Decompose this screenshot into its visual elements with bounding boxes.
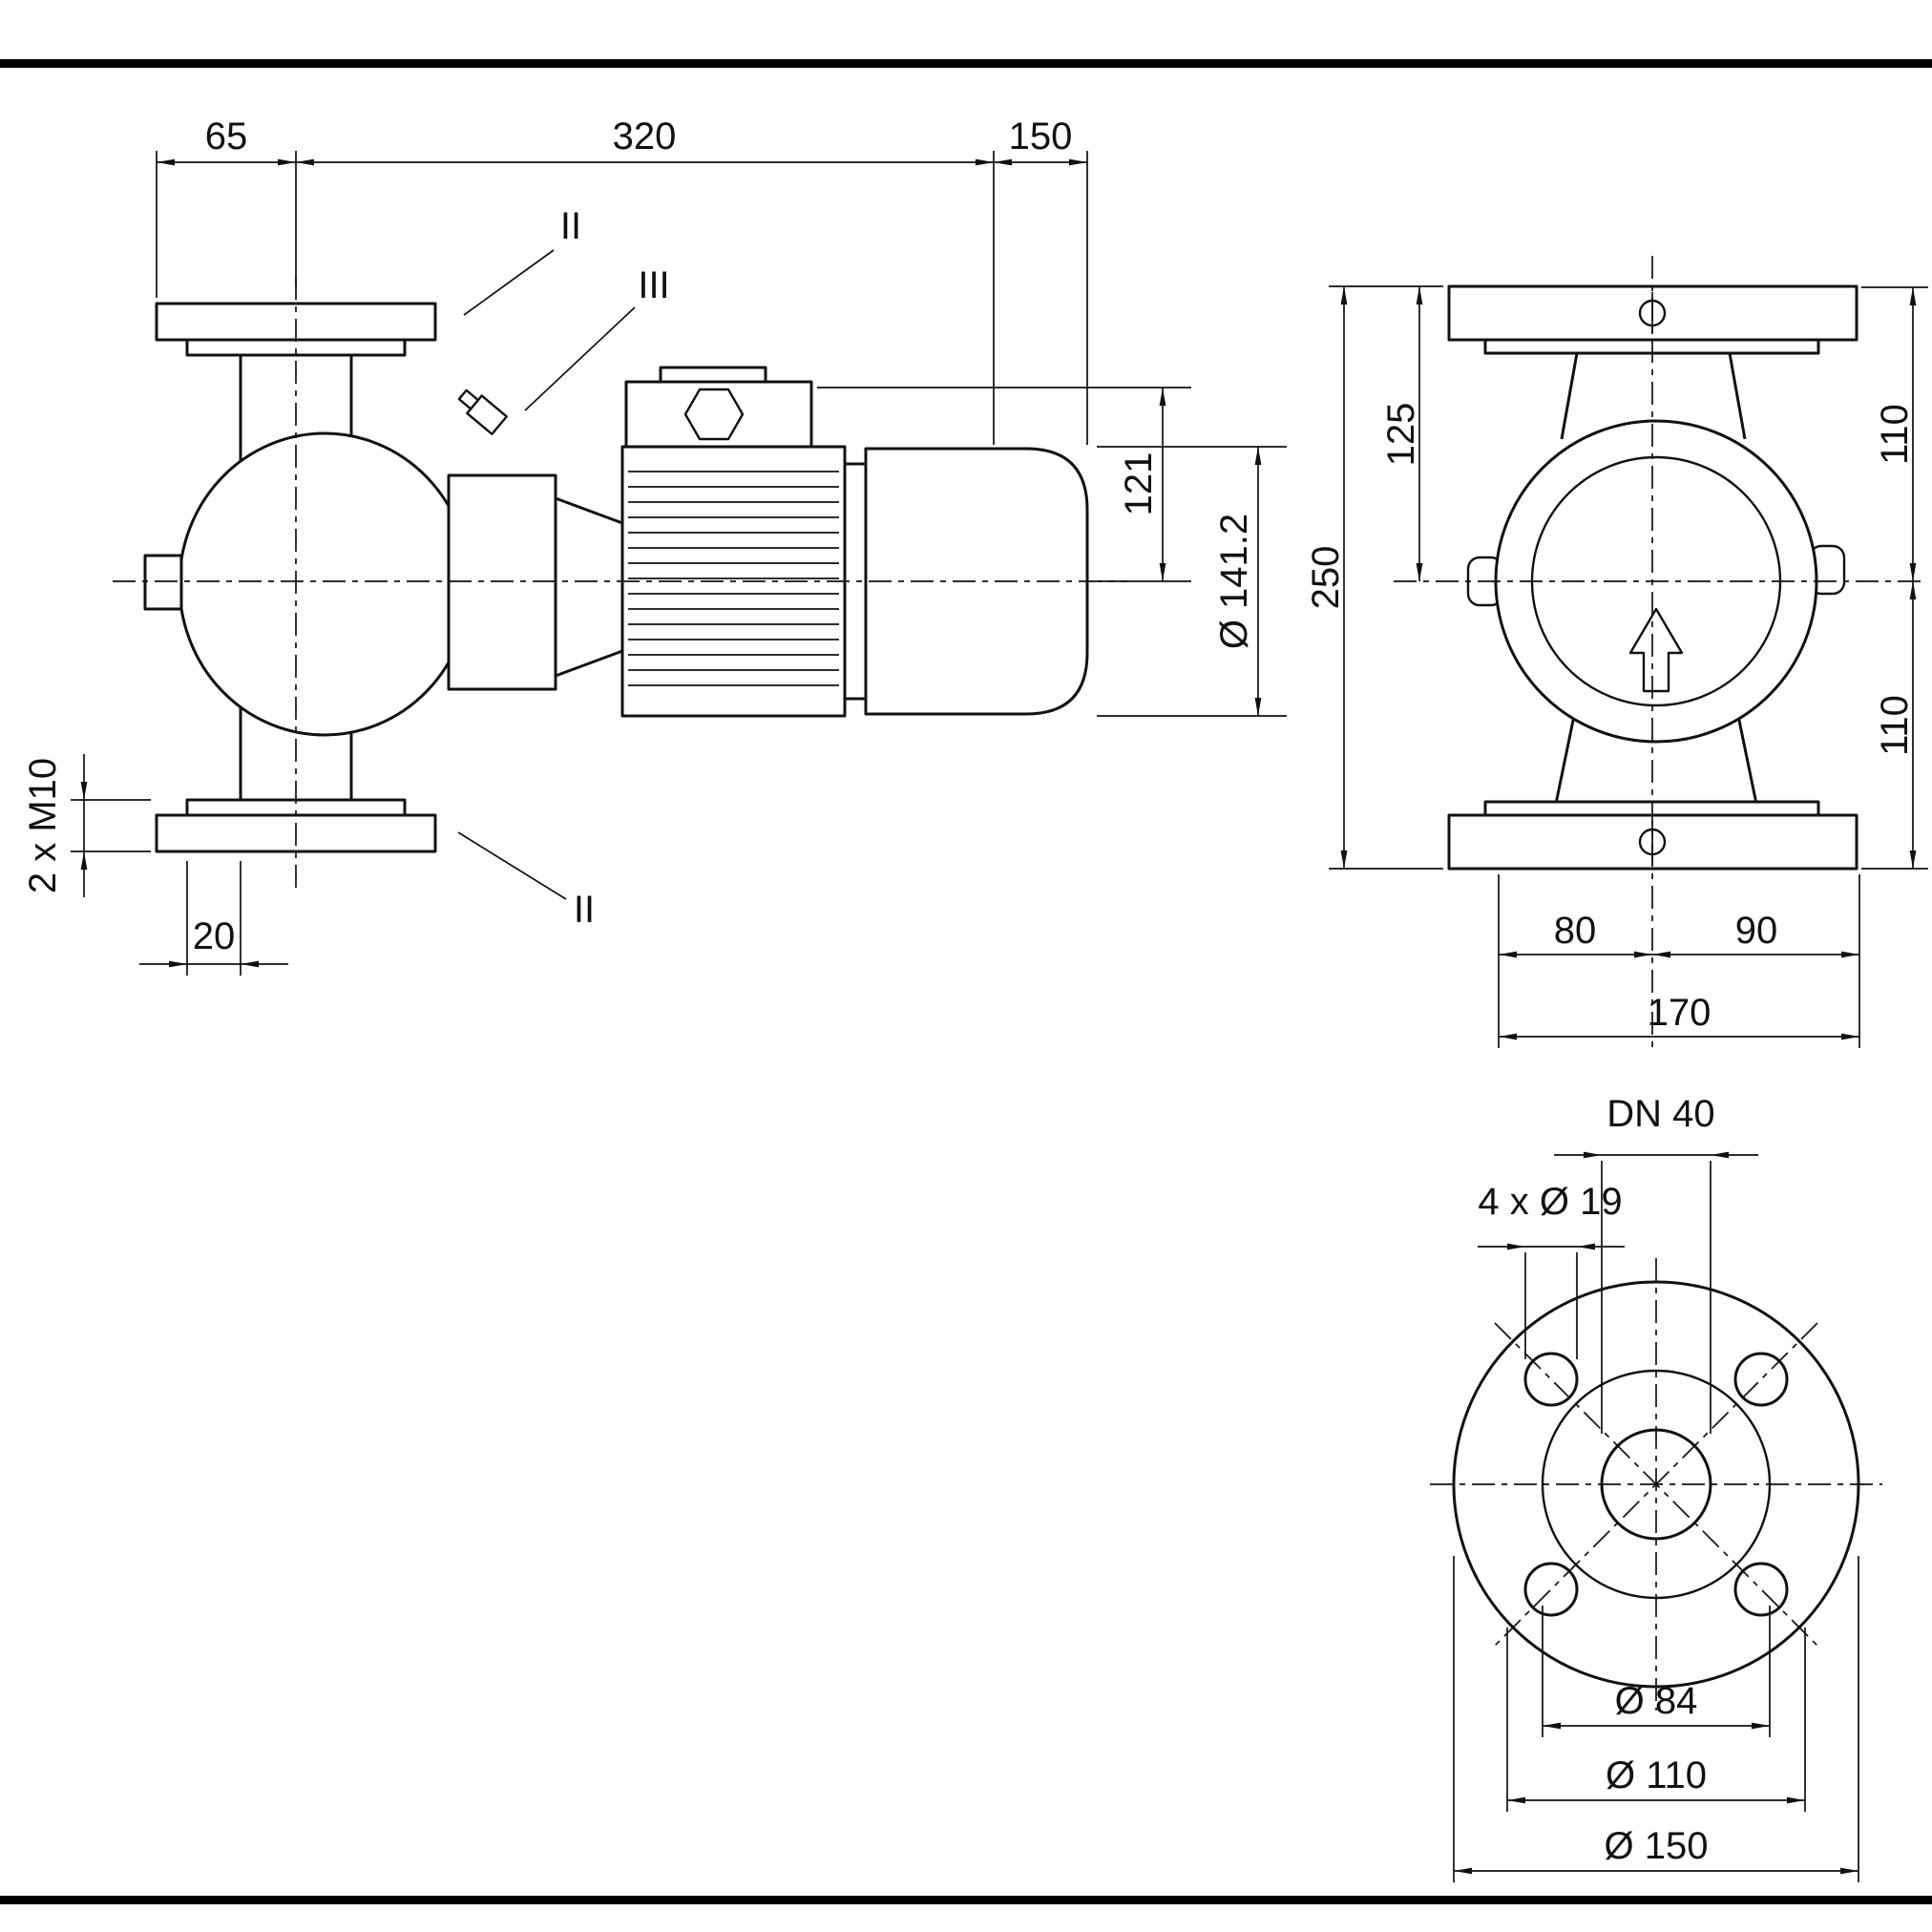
dim-2xM10-label: 2 x M10 [22, 758, 64, 893]
dim-d110: Ø 110 [1506, 1628, 1806, 1812]
volute-casing [178, 431, 472, 737]
lantern [554, 496, 624, 678]
dim-4xd19: 4 x Ø 19 [1478, 1181, 1625, 1359]
dim-20: 20 [139, 861, 288, 976]
dim-4xd19-label: 4 x Ø 19 [1478, 1181, 1622, 1223]
dim-121-label: 121 [1118, 452, 1160, 516]
top-border [0, 59, 1932, 68]
dim-80-label: 80 [1554, 910, 1597, 952]
dim-65-label: 65 [205, 116, 248, 158]
casing-cover [447, 473, 557, 691]
flow-direction-arrow [1628, 607, 1684, 693]
dim-d150: Ø 150 [1453, 1556, 1859, 1882]
dim-110-110: 110 110 [1861, 286, 1928, 870]
vent-plug [457, 388, 508, 435]
motor-fins [628, 471, 839, 686]
ref-II-bottom-label: II [574, 889, 595, 931]
dim-dn40-label: DN 40 [1606, 1093, 1714, 1135]
bottom-border [0, 1896, 1932, 1904]
dim-d84: Ø 84 [1542, 1606, 1771, 1737]
dim-d84-label: Ø 84 [1615, 1680, 1698, 1722]
dim-20-label: 20 [193, 915, 236, 957]
flange-view: DN 40 4 x Ø 19 Ø 84 Ø 110 [1430, 1093, 1882, 1882]
fan-cowl [864, 447, 1089, 716]
side-view: 65 320 150 121 Ø 141.2 2 x M10 [22, 116, 1287, 976]
dim-dn40: DN 40 [1554, 1093, 1758, 1434]
casing-stub [143, 554, 183, 611]
dim-125-label: 125 [1380, 403, 1422, 467]
cable-gland-hex [683, 388, 745, 441]
dim-250-125: 250 125 [1305, 285, 1443, 870]
dim-d150-label: Ø 150 [1605, 1825, 1709, 1867]
reference-labels: II III II [457, 205, 670, 931]
dim-150-label: 150 [1009, 116, 1073, 158]
dim-110-bottom-label: 110 [1874, 695, 1916, 756]
ref-II-top-label: II [560, 205, 581, 247]
pump-side-outline [143, 302, 1089, 853]
dim-2xM10: 2 x M10 [22, 754, 151, 897]
dim-170-label: 170 [1648, 992, 1712, 1034]
dim-d110-label: Ø 110 [1606, 1754, 1707, 1796]
dim-80-90-170: 80 90 170 [1498, 874, 1860, 1048]
terminal-box-rim [659, 366, 767, 384]
dim-110-top-label: 110 [1874, 404, 1916, 465]
ref-III-label: III [638, 264, 669, 306]
flange-diagonal-centerline-2 [1494, 1322, 1818, 1647]
dim-90-label: 90 [1735, 910, 1778, 952]
dim-250-label: 250 [1305, 546, 1347, 610]
side-top-dimensions: 65 320 150 [156, 116, 1088, 445]
dim-d141-label: Ø 141.2 [1213, 514, 1255, 649]
dim-motor-diameter: Ø 141.2 [1097, 446, 1287, 717]
front-view: 250 125 110 110 80 90 170 [1305, 256, 1928, 1048]
dim-121: 121 [817, 387, 1191, 582]
dim-320-label: 320 [613, 116, 677, 158]
